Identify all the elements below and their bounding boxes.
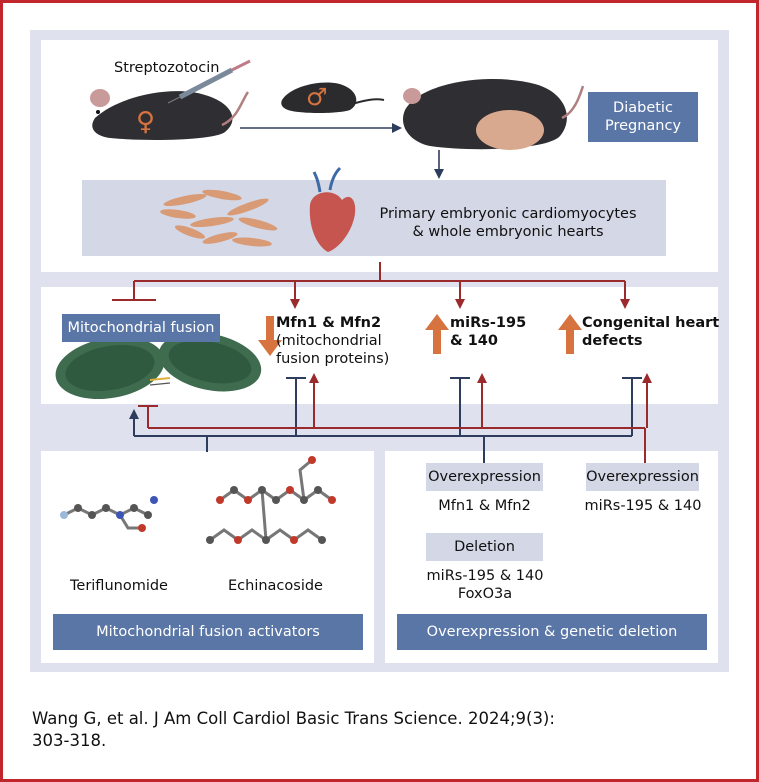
teriflunomide-molecule-illustration xyxy=(60,496,158,532)
up-arrow-chd xyxy=(558,314,582,354)
outcome-congenital-heart-defects: Congenital heart defects xyxy=(582,315,720,349)
overexpression-target-2: miRs-195 & 140 xyxy=(584,498,702,514)
overexpression-box-1: Overexpression xyxy=(426,463,543,491)
mitochondrial-fusion-box: Mitochondrial fusion xyxy=(62,314,220,342)
echinacoside-label: Echinacoside xyxy=(228,578,323,594)
overexpression-deletion-box: Overexpression & genetic deletion xyxy=(397,614,707,650)
citation: Wang G, et al. J Am Coll Cardiol Basic T… xyxy=(32,709,555,750)
male-symbol: ♂ xyxy=(306,83,328,111)
outcome-mfn-detail: (mitochondrial fusion proteins) xyxy=(276,333,390,367)
deletion-box: Deletion xyxy=(426,533,543,561)
branch-lines xyxy=(112,262,625,301)
up-arrow-mirs xyxy=(425,314,449,354)
male-mouse-illustration xyxy=(281,82,385,113)
syringe-illustration xyxy=(167,59,251,104)
female-symbol: ♀ xyxy=(136,107,156,137)
overexpression-target-1: Mfn1 & Mfn2 xyxy=(438,498,531,514)
outcome-mirs: miRs-195 & 140 xyxy=(450,315,527,349)
pregnant-mouse-illustration xyxy=(402,79,585,150)
cells-caption: Primary embryonic cardiomyocytes & whole… xyxy=(379,206,637,240)
deletion-targets: miRs-195 & 140 FoxO3a xyxy=(426,568,544,602)
echinacoside-molecule-illustration xyxy=(206,456,336,544)
drug-label: Streptozotocin xyxy=(114,60,220,76)
mitochondria-illustration xyxy=(55,332,262,400)
embryonic-heart-illustration xyxy=(309,166,356,252)
diabetic-pregnancy-box: Diabetic Pregnancy xyxy=(588,92,698,142)
cardiomyocytes-illustration xyxy=(160,189,278,247)
down-arrow-mfn xyxy=(258,316,282,356)
red-feedback-lines xyxy=(138,405,646,463)
outcome-mfn-title: Mfn1 & Mfn2 xyxy=(276,315,382,331)
navy-feedback-lines xyxy=(134,377,642,463)
fusion-activators-box: Mitochondrial fusion activators xyxy=(53,614,363,650)
teriflunomide-label: Teriflunomide xyxy=(70,578,168,594)
overexpression-box-2: Overexpression xyxy=(586,463,699,491)
outcome-mfn: Mfn1 & Mfn2 (mitochondrial fusion protein… xyxy=(276,314,426,368)
female-mouse-illustration xyxy=(90,89,250,140)
